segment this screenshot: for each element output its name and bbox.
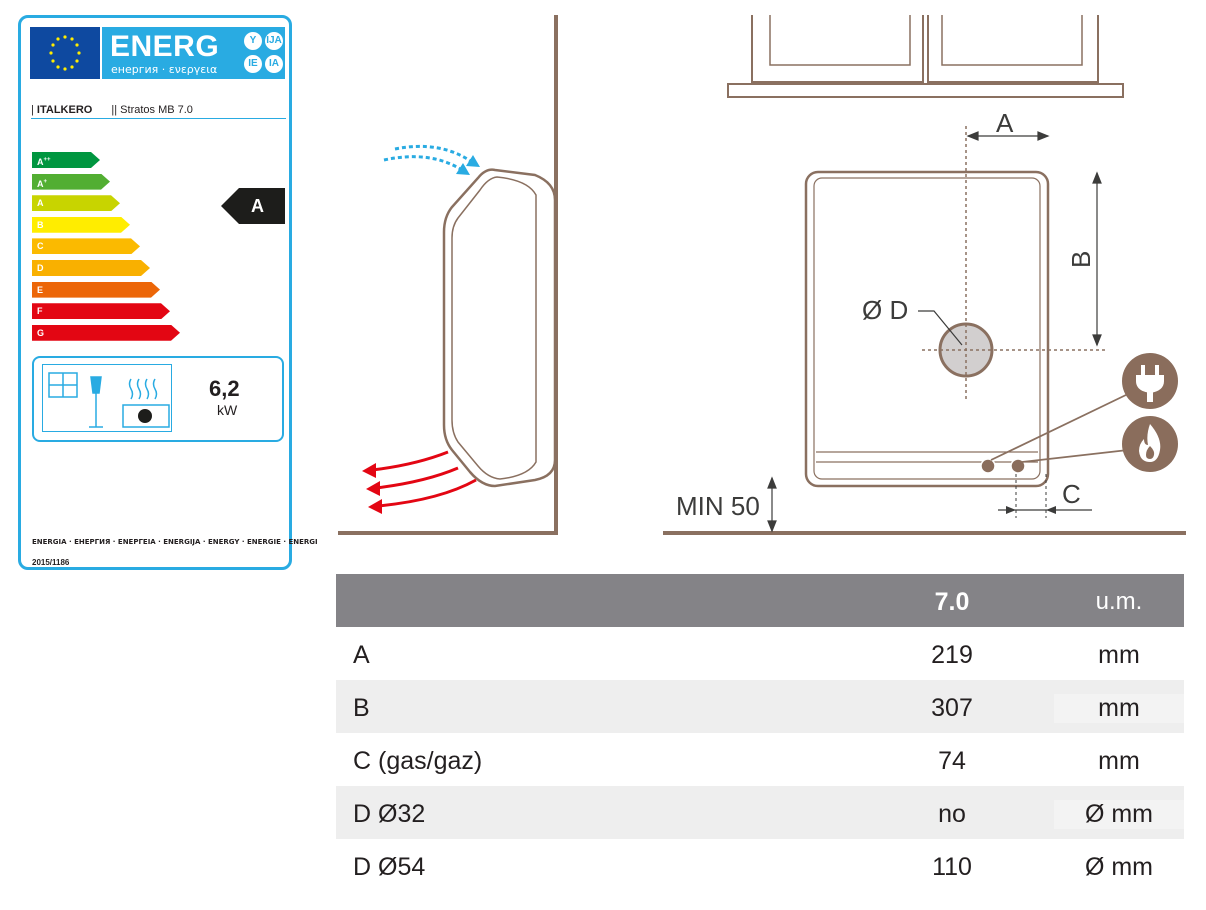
model-name: || Stratos MB 7.0 — [111, 104, 193, 116]
row-label: C (gas/gaz) — [353, 747, 483, 775]
table-row: A 219 mm — [336, 627, 1184, 680]
energ-subtitle: енергия · ενεργεια — [111, 63, 218, 76]
heat-output-box: 6,2 kW — [32, 356, 284, 442]
heater-front-body — [804, 170, 1050, 488]
row-unit: mm — [1054, 694, 1184, 723]
efficiency-class-arrow: A++ — [32, 152, 100, 168]
row-unit: mm — [1098, 641, 1140, 669]
window-frame-left — [751, 15, 924, 83]
table-row: B 307 mm — [336, 680, 1184, 733]
min-clearance-label: MIN 50 — [676, 491, 760, 521]
efficiency-class-plus: + — [43, 178, 48, 185]
spec-table: 7.0 u.m. A 219 mm B 307 mm C (gas/gaz) 7… — [336, 574, 1184, 892]
energy-words: ENERGIA · ЕНЕРГИЯ · ΕΝΕΡΓΕΙΑ · ENERGIJA … — [32, 538, 318, 546]
heating-symbol-box — [42, 364, 172, 432]
table-row: C (gas/gaz) 74 mm — [336, 733, 1184, 786]
energ-block: ENERG енергия · ενεργεια Y IJA IE IA — [102, 27, 285, 79]
eu-flag-icon — [30, 27, 100, 79]
header-model: 7.0 — [934, 588, 970, 616]
dim-a — [966, 131, 1050, 141]
row-unit: mm — [1098, 747, 1140, 775]
dim-a-label: A — [996, 108, 1014, 138]
lamp-icon — [89, 376, 103, 428]
energy-label: ENERG енергия · ενεργεια Y IJA IE IA | I… — [18, 15, 318, 570]
supplier-model-line: | ITALKERO || Stratos MB 7.0 — [31, 104, 286, 119]
heater-front-panel — [813, 177, 1041, 480]
rating-arrow — [221, 188, 285, 224]
row-label: B — [353, 694, 370, 722]
heater-side-body — [442, 168, 557, 488]
window-sill — [727, 83, 1124, 98]
language-suffix: IE — [244, 55, 262, 73]
row-unit: Ø mm — [1054, 800, 1184, 829]
window-pane-right — [941, 15, 1083, 66]
regulation-number: 2015/1186 — [32, 558, 70, 567]
efficiency-class-label: G — [37, 327, 45, 338]
energy-label-header: ENERG енергия · ενεργεια Y IJA IE IA — [30, 27, 285, 79]
efficiency-class-arrow: F — [32, 303, 170, 319]
row-value: no — [938, 800, 966, 828]
efficiency-class-arrow: D — [32, 260, 150, 276]
window-icon — [48, 372, 78, 398]
hot-air-arrows — [371, 450, 477, 508]
row-label: D Ø54 — [353, 853, 426, 881]
efficiency-class-arrow: A+ — [32, 174, 110, 190]
efficiency-class-arrow: A — [32, 195, 120, 211]
language-suffix: Y — [244, 32, 262, 50]
hot-air-arrowheads — [362, 463, 382, 514]
dim-b — [1092, 171, 1102, 347]
efficiency-class-label: F — [37, 306, 43, 317]
language-suffix: IA — [265, 55, 283, 73]
flue-outlet — [918, 126, 1108, 400]
window-frame-right — [927, 15, 1099, 83]
efficiency-class-label: D — [37, 263, 44, 273]
efficiency-class-label: B — [37, 219, 44, 230]
heat-waves-icon — [128, 378, 158, 400]
efficiency-class-label: A — [37, 157, 44, 167]
table-row: D Ø54 110 Ø mm — [336, 839, 1184, 892]
row-label: A — [353, 641, 370, 669]
row-value: 74 — [938, 747, 966, 775]
row-label: D Ø32 — [353, 800, 426, 828]
cold-air-arrowheads — [456, 155, 480, 175]
dim-c-label: C — [1062, 479, 1081, 509]
row-value: 307 — [931, 694, 973, 722]
dim-b-label: B — [1066, 251, 1096, 268]
efficiency-class-arrow: E — [32, 282, 160, 298]
flame-icon — [1122, 416, 1178, 472]
efficiency-class-arrow: B — [32, 217, 130, 233]
heater-side-inner — [451, 176, 537, 480]
heat-output-value: 6,2 — [209, 376, 240, 401]
front-view — [663, 15, 1186, 535]
side-view — [338, 15, 558, 535]
header-unit: u.m. — [1095, 588, 1143, 615]
heater-icon — [122, 404, 170, 428]
row-unit: Ø mm — [1084, 853, 1154, 881]
row-value: 110 — [932, 853, 972, 881]
efficiency-class-label: E — [37, 284, 44, 295]
table-header: 7.0 u.m. — [336, 574, 1184, 627]
rating-class: A — [251, 196, 264, 216]
efficiency-class-label: A — [37, 178, 44, 189]
connection-points — [980, 393, 1129, 518]
efficiency-class-arrow: C — [32, 238, 140, 254]
efficiency-class-label: C — [37, 241, 44, 252]
window-pane-left — [769, 15, 911, 66]
efficiency-class-arrow: G — [32, 325, 180, 341]
efficiency-class-label: A — [37, 198, 44, 209]
language-suffix: IJA — [265, 32, 283, 50]
plug-icon — [1122, 353, 1178, 409]
efficiency-class-plus: ++ — [43, 157, 51, 163]
energ-title: ENERG — [110, 30, 220, 63]
heat-output-unit: kW — [217, 402, 238, 418]
table-row: D Ø32 no Ø mm — [336, 786, 1184, 839]
dim-d-label: Ø D — [862, 295, 908, 325]
model-name-text: Stratos MB 7.0 — [120, 104, 193, 116]
cold-air-arrows — [383, 144, 473, 172]
row-value: 219 — [931, 641, 973, 669]
min-clearance-dim — [767, 476, 777, 533]
supplier-name: ITALKERO — [36, 104, 93, 116]
technical-drawing: Ø D A B C — [338, 15, 1186, 535]
